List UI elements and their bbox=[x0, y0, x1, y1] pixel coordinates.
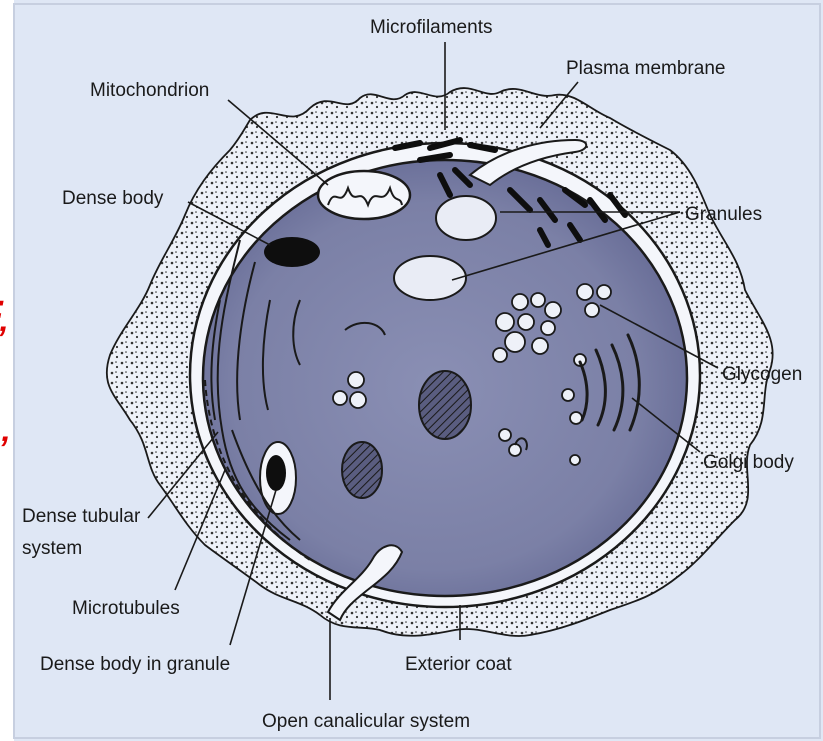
label-dense-tubular-line1: Dense tubular bbox=[22, 506, 141, 527]
label-dense-tubular-line2: system bbox=[22, 538, 82, 559]
label-microfilaments: Microfilaments bbox=[370, 17, 492, 38]
label-open-canalicular: Open canalicular system bbox=[262, 711, 470, 732]
label-golgi-body: Golgi body bbox=[703, 452, 794, 473]
label-plasma-membrane: Plasma membrane bbox=[566, 58, 725, 79]
cut-off-red-mark-3: ’ bbox=[0, 430, 8, 468]
dense-body-in-granule bbox=[260, 442, 296, 514]
cut-off-red-mark-2: ’ bbox=[0, 320, 6, 358]
label-microtubules: Microtubules bbox=[72, 598, 180, 619]
label-mitochondrion: Mitochondrion bbox=[90, 80, 209, 101]
left-white-strip bbox=[0, 0, 14, 741]
mitochondrion bbox=[318, 171, 410, 219]
label-dense-body: Dense body bbox=[62, 188, 164, 209]
label-granules: Granules bbox=[685, 204, 762, 225]
label-exterior-coat: Exterior coat bbox=[405, 654, 512, 675]
label-glycogen: Glycogen bbox=[722, 364, 802, 385]
dense-body bbox=[264, 237, 320, 267]
label-dense-body-in-granule: Dense body in granule bbox=[40, 654, 230, 675]
